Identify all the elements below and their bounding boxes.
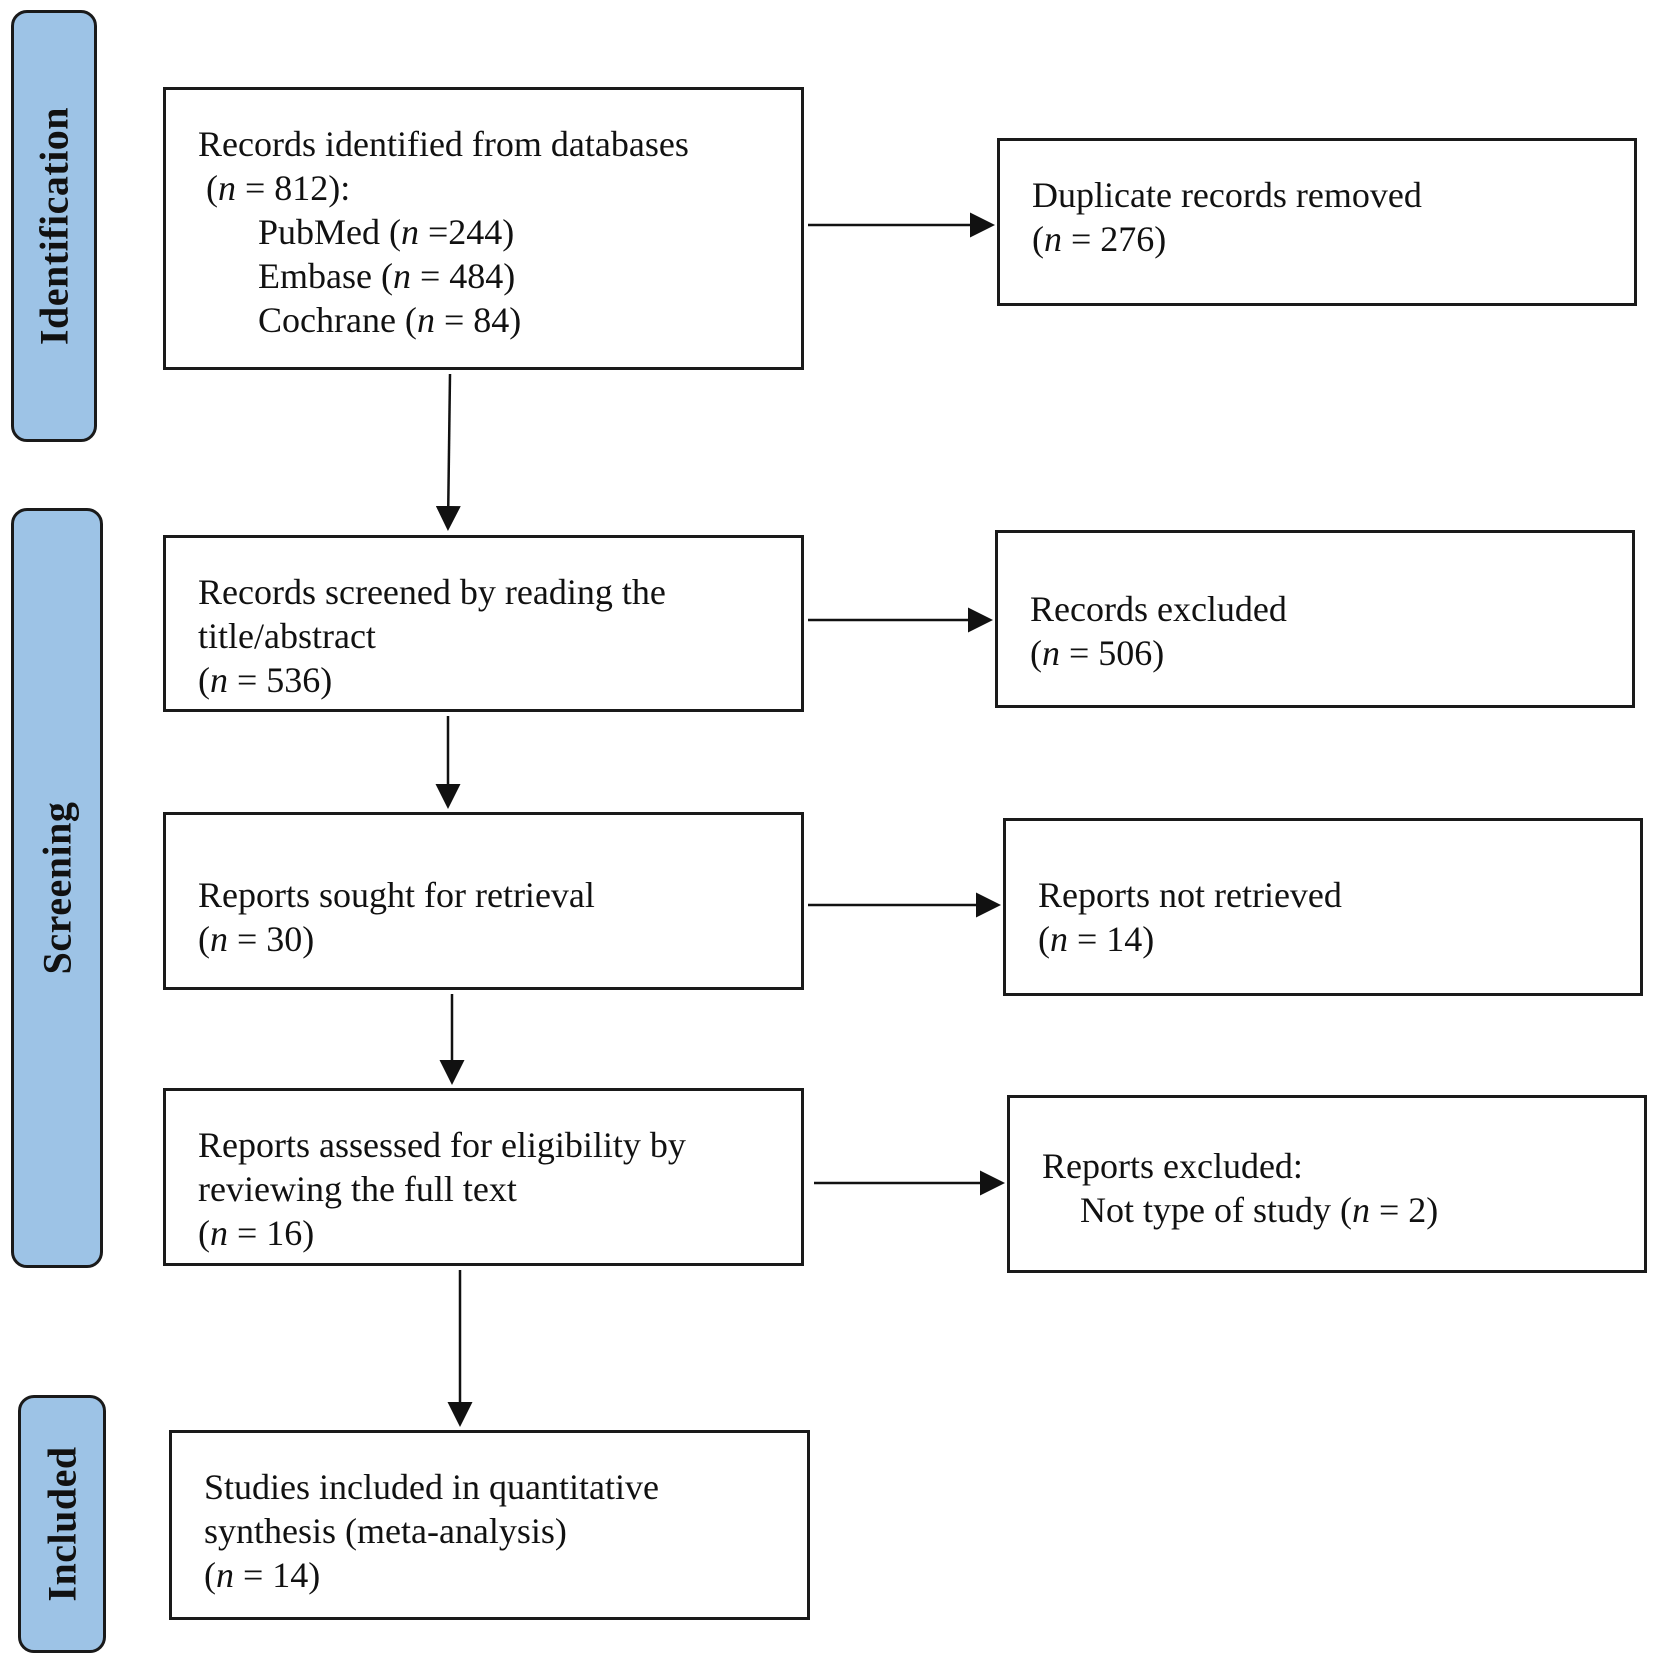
screened-line2: title/abstract [198,616,376,656]
box-reports-not-retrieved: Reports not retrieved (n = 14) [1003,818,1643,996]
sought-title: Reports sought for retrieval [198,875,595,915]
box-reports-sought: Reports sought for retrieval (n = 30) [163,812,804,990]
assessed-line2: reviewing the full text [198,1169,517,1209]
identified-total: (n = 812): [206,168,351,208]
excluded-records-count: (n = 506) [1030,633,1165,673]
box-records-excluded: Records excluded (n = 506) [995,530,1635,708]
screened-line1: Records screened by reading the [198,572,666,612]
box-duplicates-removed: Duplicate records removed (n = 276) [997,138,1637,306]
phase-included: Included [18,1395,106,1653]
source-cochrane: Cochrane (n = 84) [258,300,522,340]
included-line1: Studies included in quantitative [204,1467,659,1507]
excluded-reports-reason: Not type of study (n = 2) [1080,1190,1439,1230]
duplicates-title: Duplicate records removed [1032,175,1422,215]
arrow-to-screened [435,373,461,531]
included-line2: synthesis (meta-analysis) [204,1511,567,1551]
identified-title: Records identified from databases [198,124,689,164]
excluded-records-title: Records excluded [1030,589,1287,629]
assessed-line1: Reports assessed for eligibility by [198,1125,686,1165]
duplicates-count: (n = 276) [1032,219,1167,259]
box-reports-excluded: Reports excluded: Not type of study (n =… [1007,1095,1647,1273]
screened-count: (n = 536) [198,660,333,700]
sought-count: (n = 30) [198,919,315,959]
assessed-count: (n = 16) [198,1213,315,1253]
excluded-reports-title: Reports excluded: [1042,1146,1303,1186]
not-retrieved-title: Reports not retrieved [1038,875,1342,915]
included-count: (n = 14) [204,1555,321,1595]
phase-screening: Screening [11,508,103,1268]
phase-identification: Identification [11,10,97,442]
box-records-identified: Records identified from databases (n = 8… [163,87,804,370]
box-records-screened: Records screened by reading the title/ab… [163,535,804,712]
not-retrieved-count: (n = 14) [1038,919,1155,959]
box-studies-included: Studies included in quantitative synthes… [169,1430,810,1620]
source-pubmed: PubMed (n =244) [258,212,515,252]
source-embase: Embase (n = 484) [258,256,516,296]
box-reports-assessed: Reports assessed for eligibility by revi… [163,1088,804,1266]
